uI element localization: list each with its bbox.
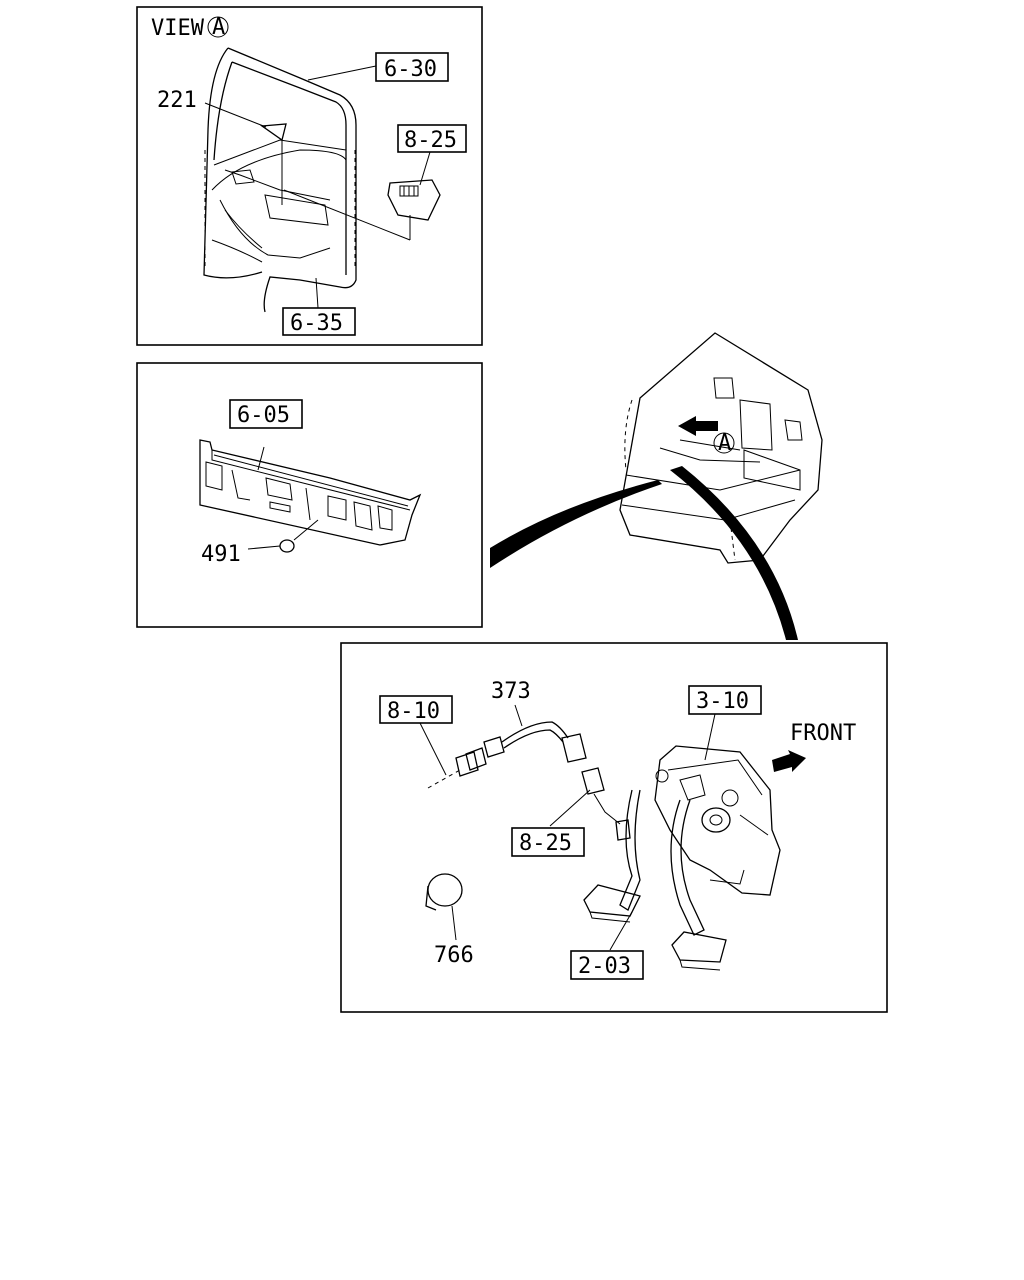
leader-6-30 [307,65,377,81]
ref-box-8-10 [379,695,453,724]
ref-8-10: 8-10 [387,699,440,724]
ref-box-6-30 [375,52,449,82]
harness-illustration [427,721,631,841]
door-trim-illustration [203,47,357,313]
view-a-marker-circle [207,16,229,38]
view-a-panel [136,6,483,346]
part-491: 491 [201,542,241,567]
ref-box-8-25-b [511,827,585,857]
leader-8-25-b [549,789,591,827]
front-label: FRONT [790,721,856,746]
leader-switch-line [283,189,411,241]
front-arrow [772,750,806,772]
leader-6-35 [315,277,319,309]
leader-373 [514,704,523,727]
ref-box-8-25-a [397,124,467,153]
callout-curve-left [490,480,662,568]
ref-6-35: 6-35 [290,311,343,336]
ref-box-3-10 [688,685,762,715]
view-a-marker: A [212,15,225,40]
part-766: 766 [434,943,474,968]
leader-8-10 [419,722,447,776]
part-491-ring [279,539,295,553]
ref-6-30: 6-30 [384,57,437,82]
leader-221 [204,102,267,128]
cab-marker-circle [713,432,735,454]
cab-marker: A [718,431,731,456]
dash-panel-illustration [199,439,422,546]
leader-3-10 [704,713,716,761]
ref-8-25-a: 8-25 [404,128,457,153]
part-221: 221 [157,88,197,113]
view-a-title: VIEW [151,16,205,41]
ref-8-25-b: 8-25 [519,831,572,856]
part-373: 373 [491,679,531,704]
pedal-panel-box [340,642,888,1013]
leader-491 [247,545,281,550]
ref-box-2-03 [570,950,644,980]
leader-6-05 [257,446,265,471]
clamp-illustration [425,873,463,911]
ref-3-10: 3-10 [696,689,749,714]
pedal-assembly-illustration [583,745,781,971]
window-switch-illustration [387,179,441,221]
leader-2-03 [609,911,633,951]
ref-6-05: 6-05 [237,403,290,428]
ref-box-6-35 [282,307,356,336]
leader-766 [451,905,457,941]
leader-8-25-a [419,151,431,186]
view-direction-arrow [678,416,718,436]
ref-2-03: 2-03 [578,954,631,979]
dash-panel-box [136,362,483,628]
ref-box-6-05 [229,399,303,429]
callout-curve-right [670,466,798,640]
